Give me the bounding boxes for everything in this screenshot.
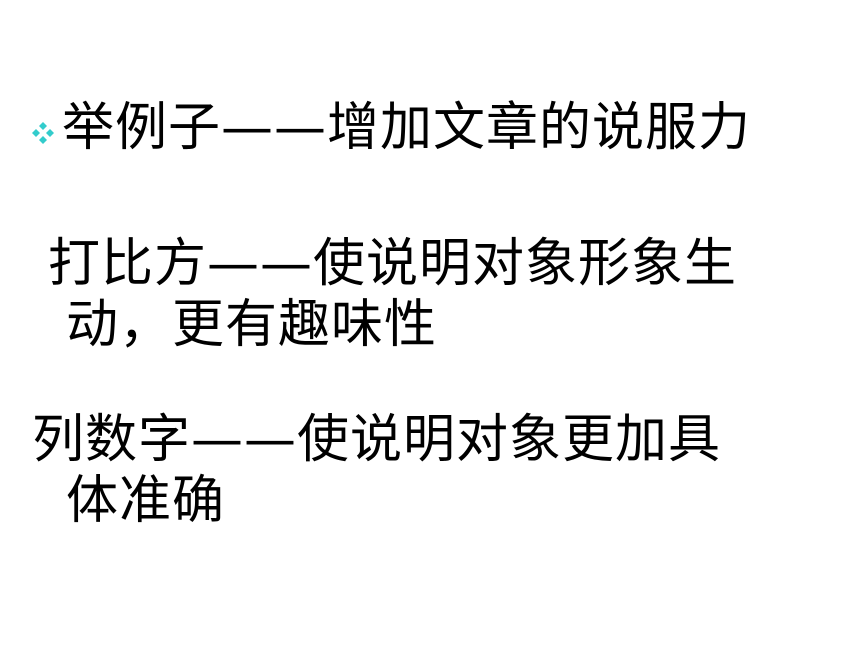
four-diamond-bullet-icon <box>30 120 56 146</box>
analogy-method-line-continued: 动，更有趣味性 <box>66 295 438 355</box>
analogy-method-line: 打比方——使说明对象形象生 <box>48 234 738 294</box>
numbers-method-line: 列数字——使说明对象更加具 <box>32 410 722 470</box>
numbers-method-line-continued: 体准确 <box>66 471 226 531</box>
example-method-line: 举例子——增加文章的说服力 <box>62 98 752 158</box>
